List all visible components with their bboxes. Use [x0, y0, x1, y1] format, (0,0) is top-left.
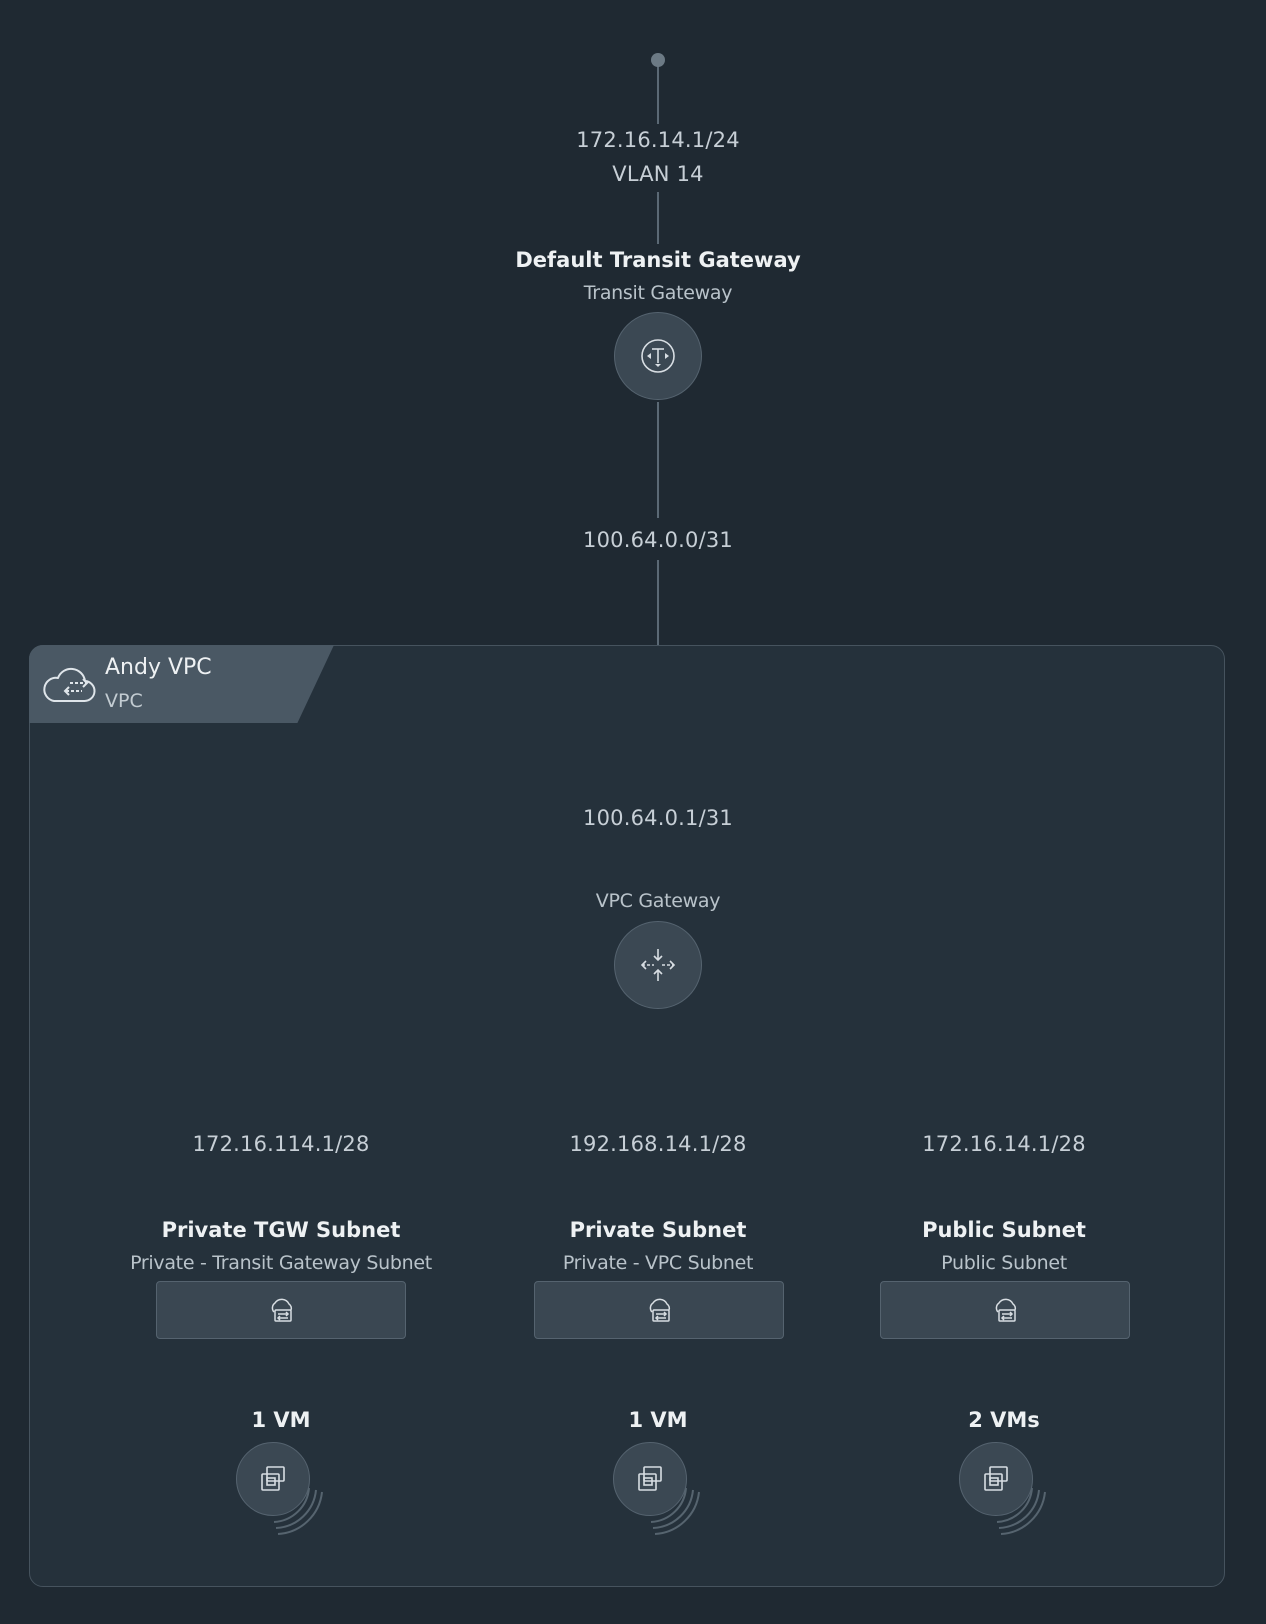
vm-group-node[interactable] — [236, 1442, 336, 1542]
vpc-container — [29, 645, 1225, 1587]
vm-group-node[interactable] — [959, 1442, 1059, 1542]
vm-icon — [261, 1466, 285, 1491]
vpc-gateway-icon — [640, 949, 676, 981]
subnet-cloud-icon — [649, 1298, 671, 1322]
subnet-vm-count: 2 VMs — [968, 1408, 1040, 1432]
transit-link-address: 100.64.0.0/31 — [583, 528, 733, 552]
vpc-gateway-address: 100.64.0.1/31 — [583, 806, 733, 830]
uplink-endpoint — [651, 53, 665, 67]
subnet-cloud-icon — [995, 1298, 1017, 1322]
vm-circle — [613, 1442, 687, 1516]
uplink-address: 172.16.14.1/24 — [576, 128, 740, 152]
transit-gateway-name[interactable]: Default Transit Gateway — [515, 248, 801, 272]
subnet-type: Public Subnet — [941, 1252, 1067, 1274]
subnet-node-private[interactable] — [534, 1281, 784, 1339]
subnet-address: 172.16.14.1/28 — [922, 1132, 1086, 1156]
subnet-vm-count: 1 VM — [251, 1408, 311, 1432]
subnet-node-private-tgw[interactable] — [156, 1281, 406, 1339]
vm-icon — [638, 1466, 662, 1491]
subnet-type: Private - Transit Gateway Subnet — [130, 1252, 432, 1274]
vm-stack-arcs — [273, 1487, 323, 1535]
transit-gateway-node[interactable] — [614, 312, 702, 400]
subnet-node-public[interactable] — [880, 1281, 1130, 1339]
vpc-gateway-node[interactable] — [614, 921, 702, 1009]
subnet-name[interactable]: Public Subnet — [922, 1218, 1086, 1242]
subnet-vm-count: 1 VM — [628, 1408, 688, 1432]
vm-stack-arcs — [650, 1487, 700, 1535]
subnet-cloud-icon — [271, 1298, 293, 1322]
transit-gateway-icon — [641, 339, 675, 373]
vm-circle — [959, 1442, 1033, 1516]
subnet-address: 172.16.114.1/28 — [192, 1132, 370, 1156]
vpc-gateway-label: VPC Gateway — [595, 890, 721, 912]
transit-gateway-type: Transit Gateway — [583, 282, 733, 304]
cloud-vpc-icon — [43, 667, 96, 703]
subnet-type: Private - VPC Subnet — [562, 1252, 754, 1274]
vpc-name[interactable]: Andy VPC — [105, 655, 212, 680]
subnet-address: 192.168.14.1/28 — [569, 1132, 747, 1156]
subnet-name[interactable]: Private Subnet — [569, 1218, 747, 1242]
vm-icon — [984, 1466, 1008, 1491]
subnet-name[interactable]: Private TGW Subnet — [161, 1218, 401, 1242]
vm-group-node[interactable] — [613, 1442, 713, 1542]
uplink-vlan: VLAN 14 — [612, 162, 704, 186]
vpc-header-tab[interactable] — [29, 645, 334, 723]
vm-circle — [236, 1442, 310, 1516]
vm-stack-arcs — [996, 1487, 1046, 1535]
vpc-type: VPC — [105, 690, 143, 712]
